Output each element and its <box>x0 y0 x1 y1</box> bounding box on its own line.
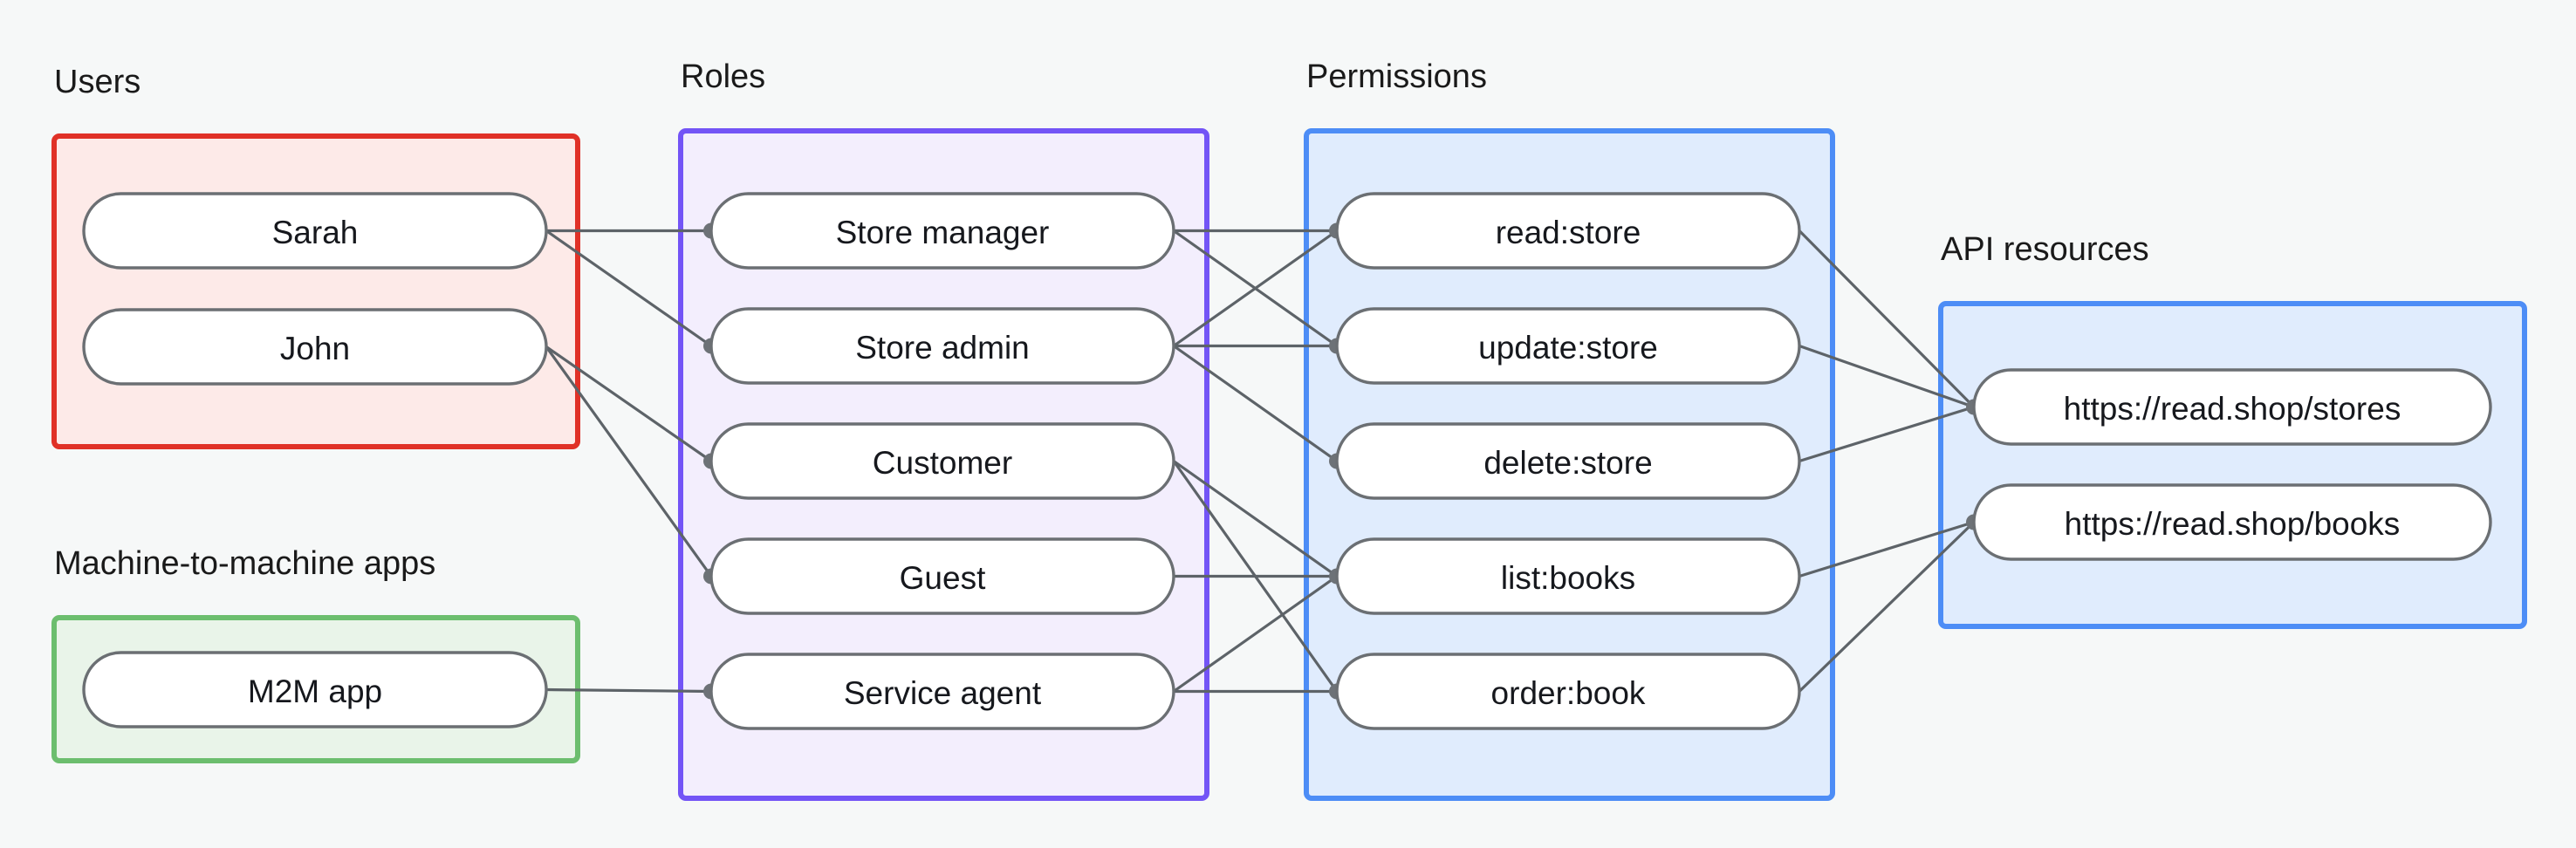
node-label-store-manager: Store manager <box>836 215 1050 250</box>
node-label-order-book: order:book <box>1491 675 1646 711</box>
node-shape-delete-store[interactable] <box>1335 422 1801 500</box>
node-shape-m2mapp[interactable] <box>82 651 548 728</box>
group-label-users: Users <box>54 64 140 100</box>
node-update-store[interactable]: update:store <box>1335 307 1801 385</box>
node-read-store[interactable]: read:store <box>1335 192 1801 270</box>
node-shape-sarah[interactable] <box>82 192 548 270</box>
node-customer[interactable]: Customer <box>709 422 1175 500</box>
node-shape-list-books[interactable] <box>1335 537 1801 615</box>
node-shape-customer[interactable] <box>709 422 1175 500</box>
node-res-stores[interactable]: https://read.shop/stores <box>1972 368 2492 446</box>
node-label-customer: Customer <box>873 445 1012 481</box>
node-label-res-stores: https://read.shop/stores <box>2064 391 2401 427</box>
edge-list-books-to-res-books <box>1798 520 1976 578</box>
node-shape-read-store[interactable] <box>1335 192 1801 270</box>
node-label-guest: Guest <box>900 560 986 596</box>
node-shape-guest[interactable] <box>709 537 1175 615</box>
edge-store-admin-to-delete-store <box>1172 344 1339 463</box>
node-shape-store-admin[interactable] <box>709 307 1175 385</box>
edge-service-agent-to-list-books <box>1172 574 1339 694</box>
edge-john-to-customer <box>545 345 713 463</box>
node-list-books[interactable]: list:books <box>1335 537 1801 615</box>
node-shape-res-stores[interactable] <box>1972 368 2492 446</box>
node-res-books[interactable]: https://read.shop/books <box>1972 483 2492 561</box>
edge-sarah-to-store-admin <box>545 229 713 348</box>
group-label-m2m: Machine-to-machine apps <box>54 545 435 582</box>
node-shape-service-agent[interactable] <box>709 653 1175 730</box>
node-m2mapp[interactable]: M2M app <box>82 651 548 728</box>
node-label-res-books: https://read.shop/books <box>2065 506 2401 542</box>
group-label-permissions: Permissions <box>1306 58 1487 95</box>
edge-delete-store-to-res-stores <box>1798 405 1976 463</box>
edge-john-to-guest <box>545 345 713 578</box>
node-label-list-books: list:books <box>1501 560 1635 596</box>
node-john[interactable]: John <box>82 308 548 386</box>
group-container-api <box>1938 301 2527 629</box>
node-label-john: John <box>280 331 350 366</box>
edge-read-store-to-res-stores <box>1798 229 1976 409</box>
edge-m2mapp-to-service-agent <box>545 687 713 694</box>
node-label-read-store: read:store <box>1496 215 1641 250</box>
group-label-roles: Roles <box>681 58 765 95</box>
node-shape-john[interactable] <box>82 308 548 386</box>
node-label-delete-store: delete:store <box>1483 445 1652 481</box>
edge-store-admin-to-read-store <box>1172 229 1339 348</box>
edge-customer-to-list-books <box>1172 459 1339 578</box>
node-guest[interactable]: Guest <box>709 537 1175 615</box>
node-delete-store[interactable]: delete:store <box>1335 422 1801 500</box>
node-shape-res-books[interactable] <box>1972 483 2492 561</box>
group-label-api: API resources <box>1941 231 2149 268</box>
node-label-store-admin: Store admin <box>855 330 1030 366</box>
group-container-users <box>51 133 580 449</box>
node-store-manager[interactable]: Store manager <box>709 192 1175 270</box>
node-label-service-agent: Service agent <box>844 675 1042 711</box>
node-shape-store-manager[interactable] <box>709 192 1175 270</box>
node-order-book[interactable]: order:book <box>1335 653 1801 730</box>
node-service-agent[interactable]: Service agent <box>709 653 1175 730</box>
edge-update-store-to-res-stores <box>1798 344 1976 409</box>
edge-layer <box>545 229 1976 694</box>
node-shape-order-book[interactable] <box>1335 653 1801 730</box>
node-label-m2mapp: M2M app <box>248 674 382 709</box>
node-label-update-store: update:store <box>1478 330 1658 366</box>
edge-order-book-to-res-books <box>1798 520 1976 694</box>
node-label-sarah: Sarah <box>272 215 359 250</box>
node-store-admin[interactable]: Store admin <box>709 307 1175 385</box>
node-sarah[interactable]: Sarah <box>82 192 548 270</box>
node-shape-update-store[interactable] <box>1335 307 1801 385</box>
